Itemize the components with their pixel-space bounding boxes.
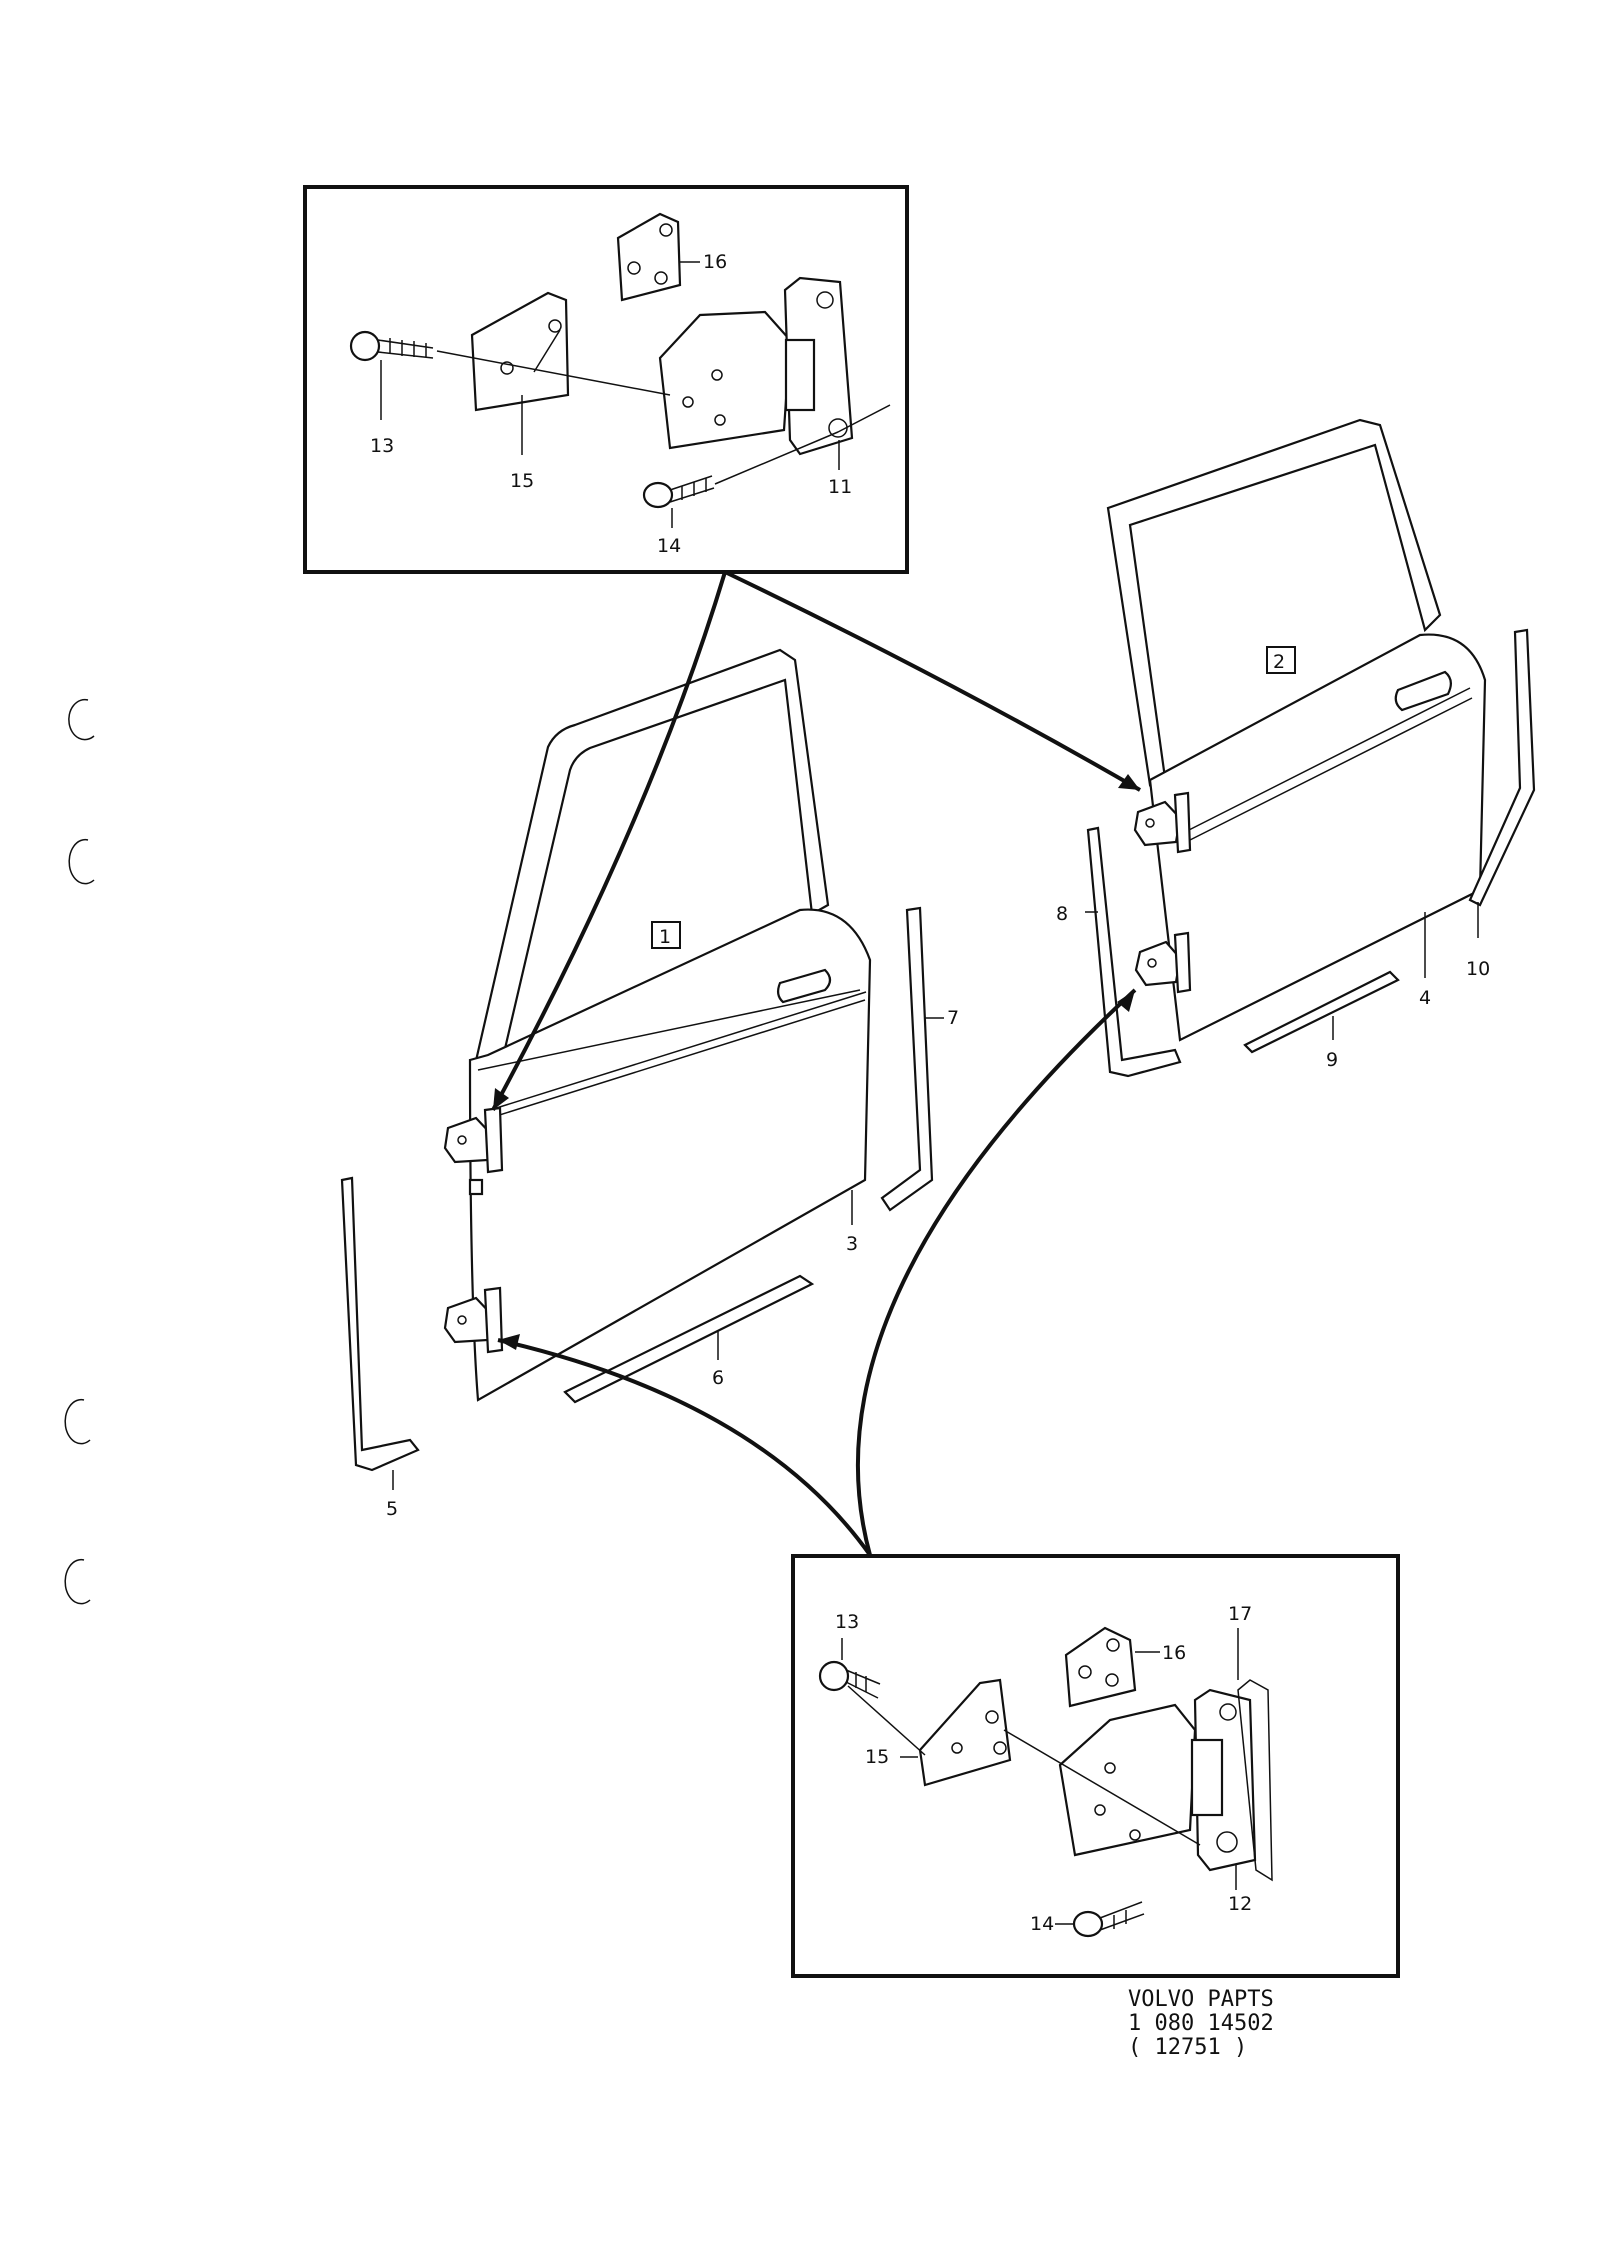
connector-arrows bbox=[491, 570, 1142, 1557]
rear-sill-9 bbox=[1243, 970, 1400, 1054]
front-upper-hinge bbox=[443, 1106, 504, 1174]
front-callout-3: 3 bbox=[846, 1233, 858, 1255]
front-callout-6: 6 bbox=[712, 1367, 724, 1389]
bottom-callout-15: 15 bbox=[865, 1746, 889, 1768]
bottom-clip-17 bbox=[1237, 1679, 1273, 1882]
rear-callout-10: 10 bbox=[1466, 958, 1490, 980]
rear-strip-10 bbox=[1468, 628, 1536, 907]
top-callout-14: 14 bbox=[657, 535, 681, 557]
top-bolt-14 bbox=[642, 475, 715, 509]
footer-line-1: VOLVO PAPTS bbox=[1128, 1987, 1274, 2012]
rear-door-number: 2 bbox=[1273, 651, 1285, 673]
rear-door-callout-box bbox=[1266, 646, 1296, 674]
top-callout-11: 11 bbox=[828, 476, 852, 498]
bottom-callout-14: 14 bbox=[1030, 1913, 1054, 1935]
rear-lower-hinge bbox=[1134, 931, 1192, 994]
top-bolt-13 bbox=[349, 330, 434, 362]
bottom-bolt-14 bbox=[1072, 1901, 1145, 1938]
top-callout-16: 16 bbox=[703, 251, 727, 273]
bottom-inset: 13 16 17 15 14 12 bbox=[791, 1554, 1400, 1978]
top-callout-13: 13 bbox=[370, 435, 394, 457]
rear-upper-hinge bbox=[1133, 791, 1192, 854]
rear-callout-4: 4 bbox=[1419, 987, 1431, 1009]
front-door: 1 7 5 6 3 bbox=[340, 648, 959, 1520]
front-strip-5 bbox=[340, 1176, 420, 1472]
bottom-plate-15 bbox=[918, 1678, 1012, 1787]
front-callout-5: 5 bbox=[386, 1498, 398, 1520]
rear-callout-9: 9 bbox=[1326, 1049, 1338, 1071]
front-strip-7 bbox=[880, 906, 934, 1212]
bottom-callout-17: 17 bbox=[1228, 1603, 1252, 1625]
front-door-callout-box bbox=[651, 921, 681, 949]
top-inset: 16 13 15 11 14 bbox=[303, 185, 909, 574]
footer-line-3: ( 12751 ) bbox=[1128, 2035, 1248, 2060]
footer-line-2: 1 080 14502 bbox=[1128, 2011, 1274, 2036]
top-callout-15: 15 bbox=[510, 470, 534, 492]
binder-holes bbox=[64, 698, 95, 1605]
bottom-bolt-13 bbox=[818, 1660, 881, 1699]
rear-callout-8: 8 bbox=[1056, 903, 1068, 925]
front-callout-7: 7 bbox=[947, 1007, 959, 1029]
bottom-callout-12: 12 bbox=[1228, 1893, 1252, 1915]
rear-door-panel bbox=[1148, 633, 1487, 1042]
front-sill-6 bbox=[563, 1274, 815, 1404]
rear-door: 2 8 10 9 4 bbox=[1056, 418, 1536, 1078]
front-lower-hinge bbox=[443, 1286, 504, 1354]
bottom-hinge-12 bbox=[1058, 1688, 1257, 1872]
top-plate-15 bbox=[470, 291, 570, 412]
front-door-number: 1 bbox=[659, 926, 671, 948]
part-number-block: VOLVO PAPTS 1 080 14502 ( 12751 ) bbox=[1128, 1988, 1274, 2060]
top-hinge-11 bbox=[658, 276, 854, 456]
bottom-callout-16: 16 bbox=[1162, 1642, 1186, 1664]
bottom-callout-13: 13 bbox=[835, 1611, 859, 1633]
